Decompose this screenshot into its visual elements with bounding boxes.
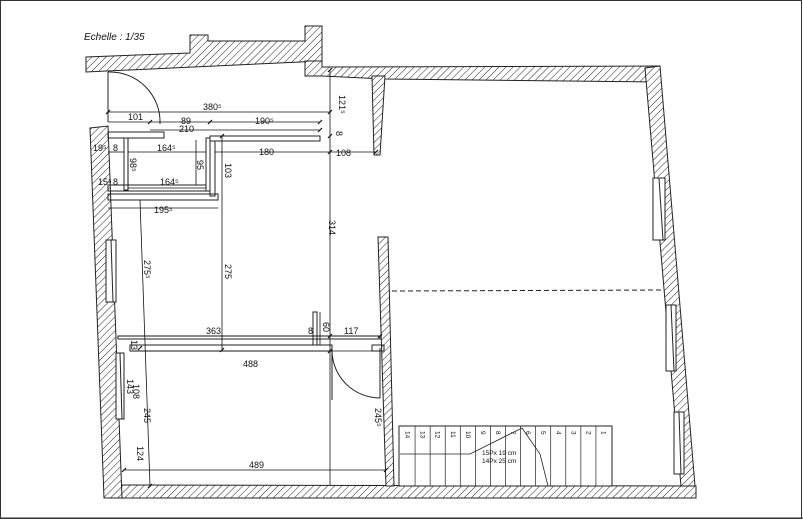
svg-text:314: 314 (327, 220, 337, 235)
svg-text:8: 8 (113, 177, 118, 187)
window-right-1 (652, 177, 666, 241)
stair-spec-line-1: 15Px 19 cm (482, 450, 516, 457)
stair-step-number: 11 (449, 431, 456, 438)
wall-left (89, 125, 123, 499)
svg-text:164⁵: 164⁵ (160, 177, 179, 187)
svg-text:363: 363 (206, 326, 221, 336)
stair-step-number: 3 (569, 431, 576, 435)
stair-step-number: 14 (404, 431, 411, 439)
stair-step-number: 4 (554, 431, 561, 435)
svg-text:190⁵: 190⁵ (255, 116, 274, 126)
svg-text:8: 8 (308, 326, 313, 336)
stair-step-number: 13 (419, 431, 426, 439)
svg-text:89: 89 (181, 116, 191, 126)
wall-right (644, 65, 697, 499)
wall-interior-vertical (377, 236, 395, 487)
svg-text:117: 117 (344, 326, 358, 336)
svg-text:15⁵: 15⁵ (98, 177, 112, 187)
stair-step-number: 1 (599, 431, 606, 435)
dashed-overhead-line (391, 289, 665, 292)
stair-step-number: 5 (539, 431, 546, 435)
svg-text:143: 143 (125, 379, 135, 394)
wall-bottom (103, 484, 697, 499)
svg-text:8: 8 (334, 131, 344, 136)
svg-text:489: 489 (249, 460, 264, 470)
stair-step-number: 10 (464, 431, 471, 439)
svg-text:275⁵: 275⁵ (142, 260, 152, 279)
svg-text:103: 103 (223, 163, 233, 178)
svg-text:380⁵: 380⁵ (203, 102, 222, 112)
stair-step-number: 12 (434, 431, 441, 439)
dimension-labels: 380⁵ 101 89 190⁵ 210 121⁵ 8 19⁵ 8 164⁵ 9… (93, 95, 383, 470)
stair-step-number: 2 (584, 431, 591, 435)
wall-stub-top (371, 75, 386, 156)
svg-text:121⁵: 121⁵ (337, 95, 347, 114)
stair-step-number: 9 (479, 431, 486, 435)
wall-top-right (304, 60, 661, 83)
svg-text:108: 108 (336, 148, 351, 158)
dimension-lines (108, 70, 386, 487)
stair-step-number: 8 (494, 431, 501, 435)
svg-text:60: 60 (321, 322, 331, 332)
wall-top-left (85, 25, 323, 73)
svg-text:124: 124 (135, 446, 145, 461)
scale-label: Echelle : 1/35 (84, 32, 145, 43)
svg-text:108: 108 (131, 384, 141, 399)
svg-text:210: 210 (179, 124, 194, 134)
svg-text:13: 13 (129, 340, 139, 350)
svg-text:488: 488 (243, 359, 258, 369)
svg-text:98⁵: 98⁵ (128, 158, 138, 172)
svg-text:245⁵: 245⁵ (373, 408, 383, 427)
stair-step-number: 6 (524, 431, 531, 435)
stair-direction-line (400, 427, 549, 487)
svg-text:101: 101 (128, 112, 143, 122)
svg-text:95: 95 (195, 160, 205, 170)
svg-text:245: 245 (142, 408, 152, 423)
svg-text:19⁵: 19⁵ (93, 143, 107, 153)
svg-text:164⁵: 164⁵ (157, 143, 176, 153)
stair-spec-line-2: 14Px 25 cm (482, 458, 516, 465)
svg-text:180: 180 (259, 147, 274, 157)
svg-text:275: 275 (223, 264, 233, 279)
svg-text:8: 8 (113, 143, 118, 153)
svg-text:195⁵: 195⁵ (154, 205, 173, 215)
windows-left (105, 239, 125, 420)
dimension-ticks (105, 67, 389, 489)
windows-right (652, 177, 685, 475)
